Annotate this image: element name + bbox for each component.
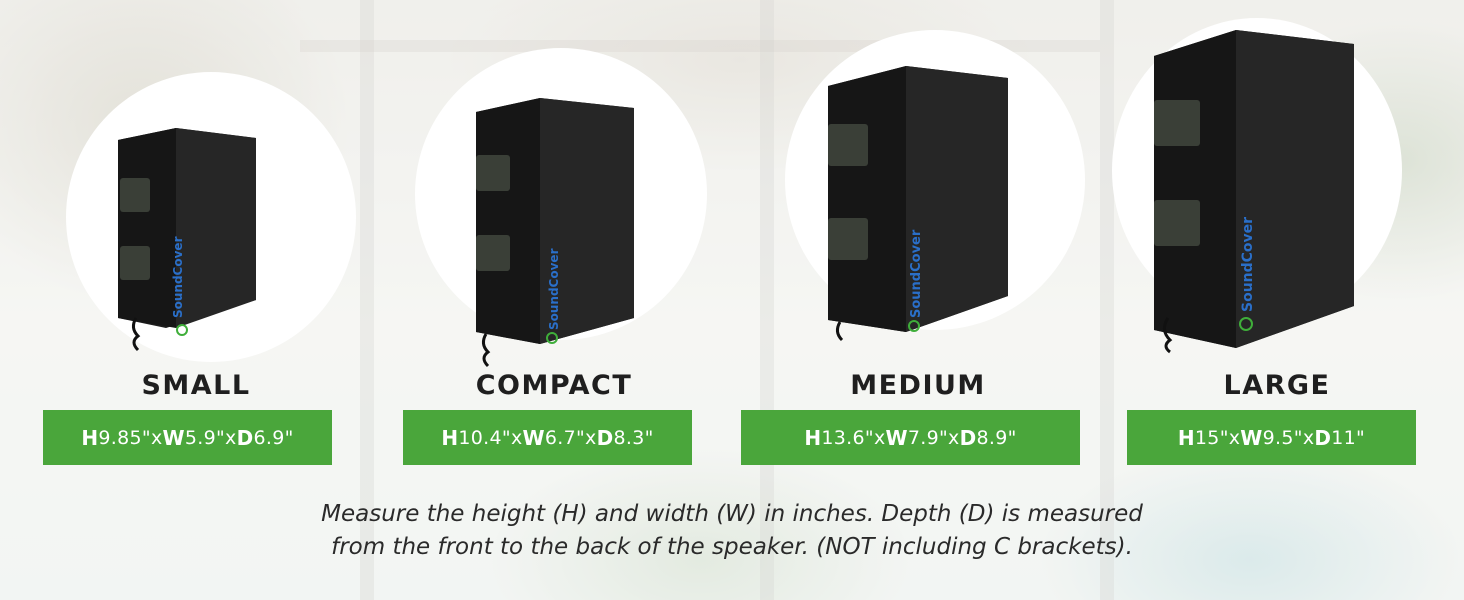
speaker-cover-image: SoundCover	[476, 98, 634, 368]
speaker-cover-image: SoundCover	[828, 66, 1008, 342]
speaker-cover-image: SoundCover	[118, 128, 256, 352]
brand-logo: SoundCover	[171, 236, 185, 318]
size-label: COMPACT	[475, 370, 633, 401]
size-label: SMALL	[141, 370, 251, 401]
speaker-cover-image: SoundCover	[1154, 30, 1354, 354]
note-line-2: from the front to the back of the speake…	[331, 534, 1133, 560]
size-label: MEDIUM	[850, 370, 986, 401]
brand-logo: SoundCover	[547, 248, 561, 330]
measurement-note: Measure the height (H) and width (W) in …	[0, 498, 1464, 564]
brand-logo: SoundCover	[909, 229, 924, 318]
brand-logo: SoundCover	[1240, 217, 1256, 312]
note-line-1: Measure the height (H) and width (W) in …	[321, 501, 1143, 527]
size-label: LARGE	[1223, 370, 1331, 401]
